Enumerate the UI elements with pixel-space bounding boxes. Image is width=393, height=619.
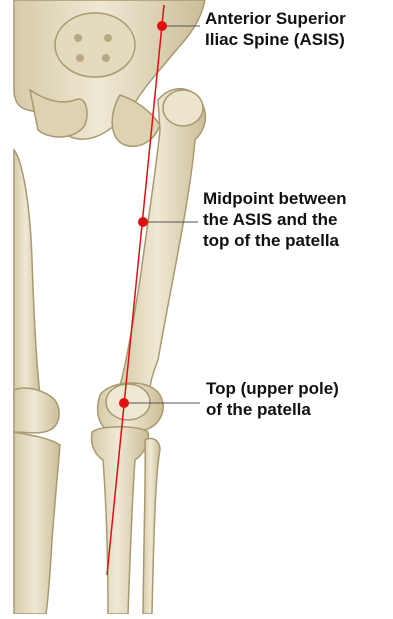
patella-top-label-line1: Top (upper pole) xyxy=(206,378,339,399)
right-fibula xyxy=(143,438,160,614)
left-femur xyxy=(14,150,59,433)
asis-label-line2: Iliac Spine (ASIS) xyxy=(205,29,346,50)
asis-label-line1: Anterior Superior xyxy=(205,8,346,29)
midpoint-label-line1: Midpoint between xyxy=(203,188,347,209)
left-tibia xyxy=(14,432,60,614)
patella-top-label-line2: of the patella xyxy=(206,399,339,420)
patella-top-label: Top (upper pole) of the patella xyxy=(206,378,339,420)
right-tibia xyxy=(92,427,149,614)
asis-dot xyxy=(157,21,167,31)
right-knee xyxy=(98,383,164,430)
patella-top-dot xyxy=(119,398,129,408)
asis-label: Anterior Superior Iliac Spine (ASIS) xyxy=(205,8,346,50)
midpoint-label-line3: top of the patella xyxy=(203,230,347,251)
midpoint-dot xyxy=(138,217,148,227)
midpoint-label: Midpoint between the ASIS and the top of… xyxy=(203,188,347,251)
midpoint-label-line2: the ASIS and the xyxy=(203,209,347,230)
